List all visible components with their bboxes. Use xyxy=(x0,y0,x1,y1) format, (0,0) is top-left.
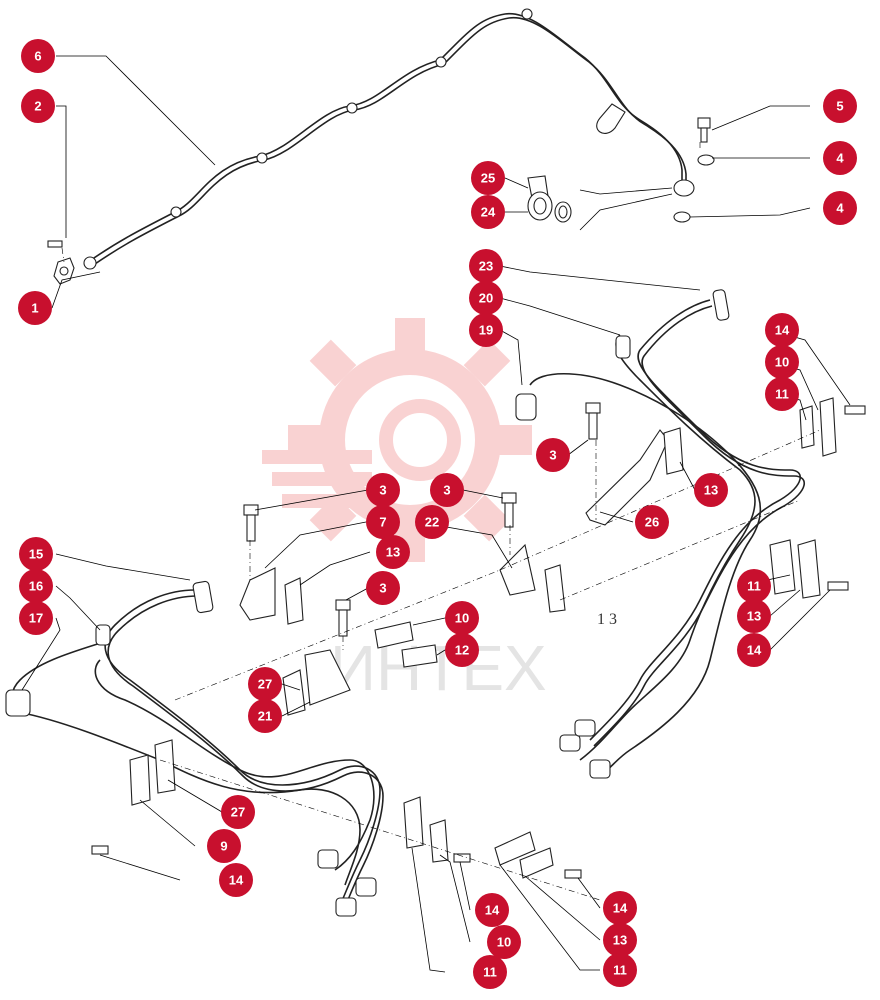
callout-11b: 11 xyxy=(737,569,771,603)
svg-text:4: 4 xyxy=(836,151,844,166)
svg-text:10: 10 xyxy=(455,611,469,626)
callout-19: 19 xyxy=(469,313,503,347)
callout-11a: 11 xyxy=(765,377,799,411)
svg-text:3: 3 xyxy=(379,483,386,498)
svg-text:10: 10 xyxy=(775,355,789,370)
callout-14c: 14 xyxy=(219,863,253,897)
svg-text:24: 24 xyxy=(481,205,496,220)
svg-text:2: 2 xyxy=(34,99,41,114)
callout-17: 17 xyxy=(19,601,53,635)
callout-10a: 10 xyxy=(765,345,799,379)
callouts: 6 2 1 25 24 5 4 4 23 20 19 14 10 11 3 13… xyxy=(18,39,857,989)
callout-13b: 13 xyxy=(376,535,410,569)
svg-text:13: 13 xyxy=(386,545,400,560)
callout-2: 2 xyxy=(21,89,55,123)
callout-16: 16 xyxy=(19,569,53,603)
svg-text:11: 11 xyxy=(613,963,627,978)
leak-off-pipe xyxy=(83,8,695,270)
callout-10b: 10 xyxy=(445,601,479,635)
callout-24: 24 xyxy=(471,195,505,229)
svg-text:13: 13 xyxy=(747,609,761,624)
svg-text:10: 10 xyxy=(497,935,511,950)
callout-4a: 4 xyxy=(823,141,857,175)
svg-text:3: 3 xyxy=(549,448,556,463)
svg-text:26: 26 xyxy=(645,515,659,530)
callout-3c: 3 xyxy=(430,473,464,507)
svg-text:13: 13 xyxy=(613,933,627,948)
brackets-and-clamps xyxy=(91,397,866,879)
callout-14a: 14 xyxy=(765,313,799,347)
svg-text:11: 11 xyxy=(483,965,497,980)
callout-6: 6 xyxy=(21,39,55,73)
bolt-washers-right xyxy=(673,117,715,223)
svg-text:16: 16 xyxy=(29,579,43,594)
callout-12: 12 xyxy=(445,633,479,667)
leader-lines xyxy=(21,55,851,973)
callout-27a: 27 xyxy=(248,667,282,701)
svg-text:21: 21 xyxy=(258,709,272,724)
svg-text:14: 14 xyxy=(485,903,500,918)
callout-13d: 13 xyxy=(603,923,637,957)
callout-21: 21 xyxy=(248,699,282,733)
ghost-label-13: 1 3 xyxy=(597,611,617,628)
center-lines xyxy=(61,142,821,901)
callout-14e: 14 xyxy=(603,891,637,925)
svg-text:17: 17 xyxy=(29,611,43,626)
svg-text:25: 25 xyxy=(481,171,495,186)
right-pipe-bundle xyxy=(515,289,805,779)
svg-text:11: 11 xyxy=(747,579,761,594)
callout-14d: 14 xyxy=(475,893,509,927)
svg-text:7: 7 xyxy=(379,515,386,530)
callout-15: 15 xyxy=(19,537,53,571)
svg-text:14: 14 xyxy=(229,873,244,888)
callout-22: 22 xyxy=(415,505,449,539)
callout-14b: 14 xyxy=(737,633,771,667)
svg-text:11: 11 xyxy=(775,387,789,402)
callout-10c: 10 xyxy=(487,925,521,959)
callout-13c: 13 xyxy=(737,599,771,633)
callout-13a: 13 xyxy=(694,473,728,507)
callout-9: 9 xyxy=(207,829,241,863)
callout-3b: 3 xyxy=(366,473,400,507)
callout-11d: 11 xyxy=(603,953,637,987)
svg-text:3: 3 xyxy=(379,581,386,596)
svg-text:22: 22 xyxy=(425,515,439,530)
svg-text:13: 13 xyxy=(704,483,718,498)
svg-text:4: 4 xyxy=(836,201,844,216)
callout-11c: 11 xyxy=(473,955,507,989)
callout-7: 7 xyxy=(366,505,400,539)
svg-text:9: 9 xyxy=(220,839,227,854)
callout-25: 25 xyxy=(471,161,505,195)
callout-23: 23 xyxy=(469,249,503,283)
callout-3d: 3 xyxy=(366,571,400,605)
callout-27b: 27 xyxy=(221,795,255,829)
callout-3a: 3 xyxy=(536,438,570,472)
callout-26: 26 xyxy=(635,505,669,539)
callout-20: 20 xyxy=(469,281,503,315)
svg-text:20: 20 xyxy=(479,291,493,306)
svg-text:19: 19 xyxy=(479,323,493,338)
left-pipe-bundle xyxy=(5,580,384,917)
svg-text:1: 1 xyxy=(31,301,38,316)
callout-4b: 4 xyxy=(823,191,857,225)
callout-5: 5 xyxy=(823,89,857,123)
svg-text:3: 3 xyxy=(443,483,450,498)
svg-text:14: 14 xyxy=(747,643,762,658)
svg-text:5: 5 xyxy=(836,99,843,114)
svg-text:23: 23 xyxy=(479,259,493,274)
svg-text:14: 14 xyxy=(613,901,628,916)
banjo-bolt-left xyxy=(47,240,75,285)
svg-text:12: 12 xyxy=(455,643,469,658)
banjo-fitting xyxy=(527,175,572,223)
svg-text:6: 6 xyxy=(34,49,41,64)
callout-1: 1 xyxy=(18,291,52,325)
svg-text:15: 15 xyxy=(29,547,43,562)
svg-text:14: 14 xyxy=(775,323,790,338)
svg-text:27: 27 xyxy=(231,805,245,820)
watermark-text: ИНТЕХ xyxy=(330,632,547,704)
svg-text:27: 27 xyxy=(258,677,272,692)
